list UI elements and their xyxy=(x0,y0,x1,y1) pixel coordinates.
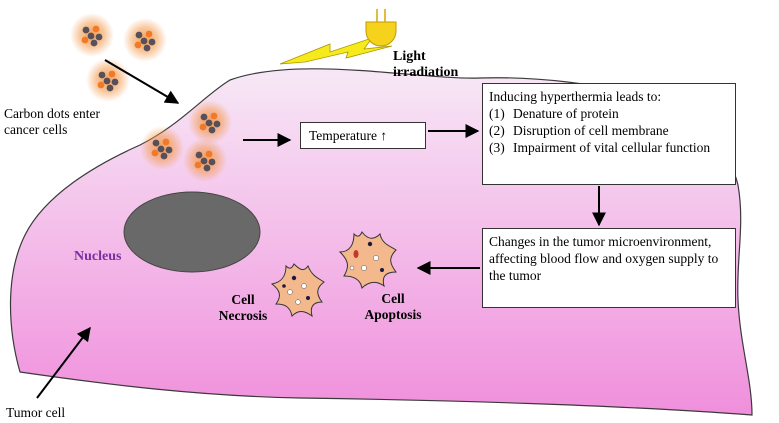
microenvironment-text: Changes in the tumor microenvironment, a… xyxy=(489,234,719,283)
cell-apoptosis-label: Cell Apoptosis xyxy=(364,291,422,322)
hyperthermia-item-1: (1) Denature of protein xyxy=(489,106,619,121)
lightning-bolt-icon xyxy=(279,37,393,65)
cell-necrosis-label: Cell Necrosis xyxy=(218,292,268,323)
nucleus xyxy=(123,191,261,273)
nucleus-label: Nucleus xyxy=(74,249,122,264)
carbon-dot-cluster-icon xyxy=(140,126,184,170)
carbon-dots-label: Carbon dots enter cancer cells xyxy=(4,106,100,137)
temperature-text: Temperature ↑ xyxy=(309,128,388,143)
carbon-dot-clusters xyxy=(70,13,232,182)
temperature-box: Temperature ↑ xyxy=(300,122,426,149)
carbon-dot-cluster-icon xyxy=(183,138,227,182)
light-irradiation-label: Light irradiation xyxy=(393,49,459,80)
arrow-dots-to-cell xyxy=(104,59,180,104)
carbon-dot-cluster-icon xyxy=(86,58,130,102)
tumor-cell-label: Tumor cell xyxy=(6,405,66,420)
carbon-dot-cluster-icon xyxy=(188,100,232,144)
hyperthermia-item-3: (3) Impairment of vital cellular functio… xyxy=(489,140,711,155)
microenvironment-box: Changes in the tumor microenvironment, a… xyxy=(482,228,736,308)
dying-cell-apoptosis-icon xyxy=(338,231,397,290)
hyperthermia-box: Inducing hyperthermia leads to: (1) Dena… xyxy=(482,83,736,185)
light-bulb-icon xyxy=(365,9,397,47)
hyperthermia-heading: Inducing hyperthermia leads to: xyxy=(489,89,662,104)
dying-cell-necrosis-icon xyxy=(270,263,325,318)
carbon-dot-cluster-icon xyxy=(123,18,167,62)
hyperthermia-item-2: (2) Disruption of cell membrane xyxy=(489,123,669,138)
carbon-dot-cluster-icon xyxy=(70,13,114,57)
arrow-label-to-tumor-cell xyxy=(36,326,91,399)
